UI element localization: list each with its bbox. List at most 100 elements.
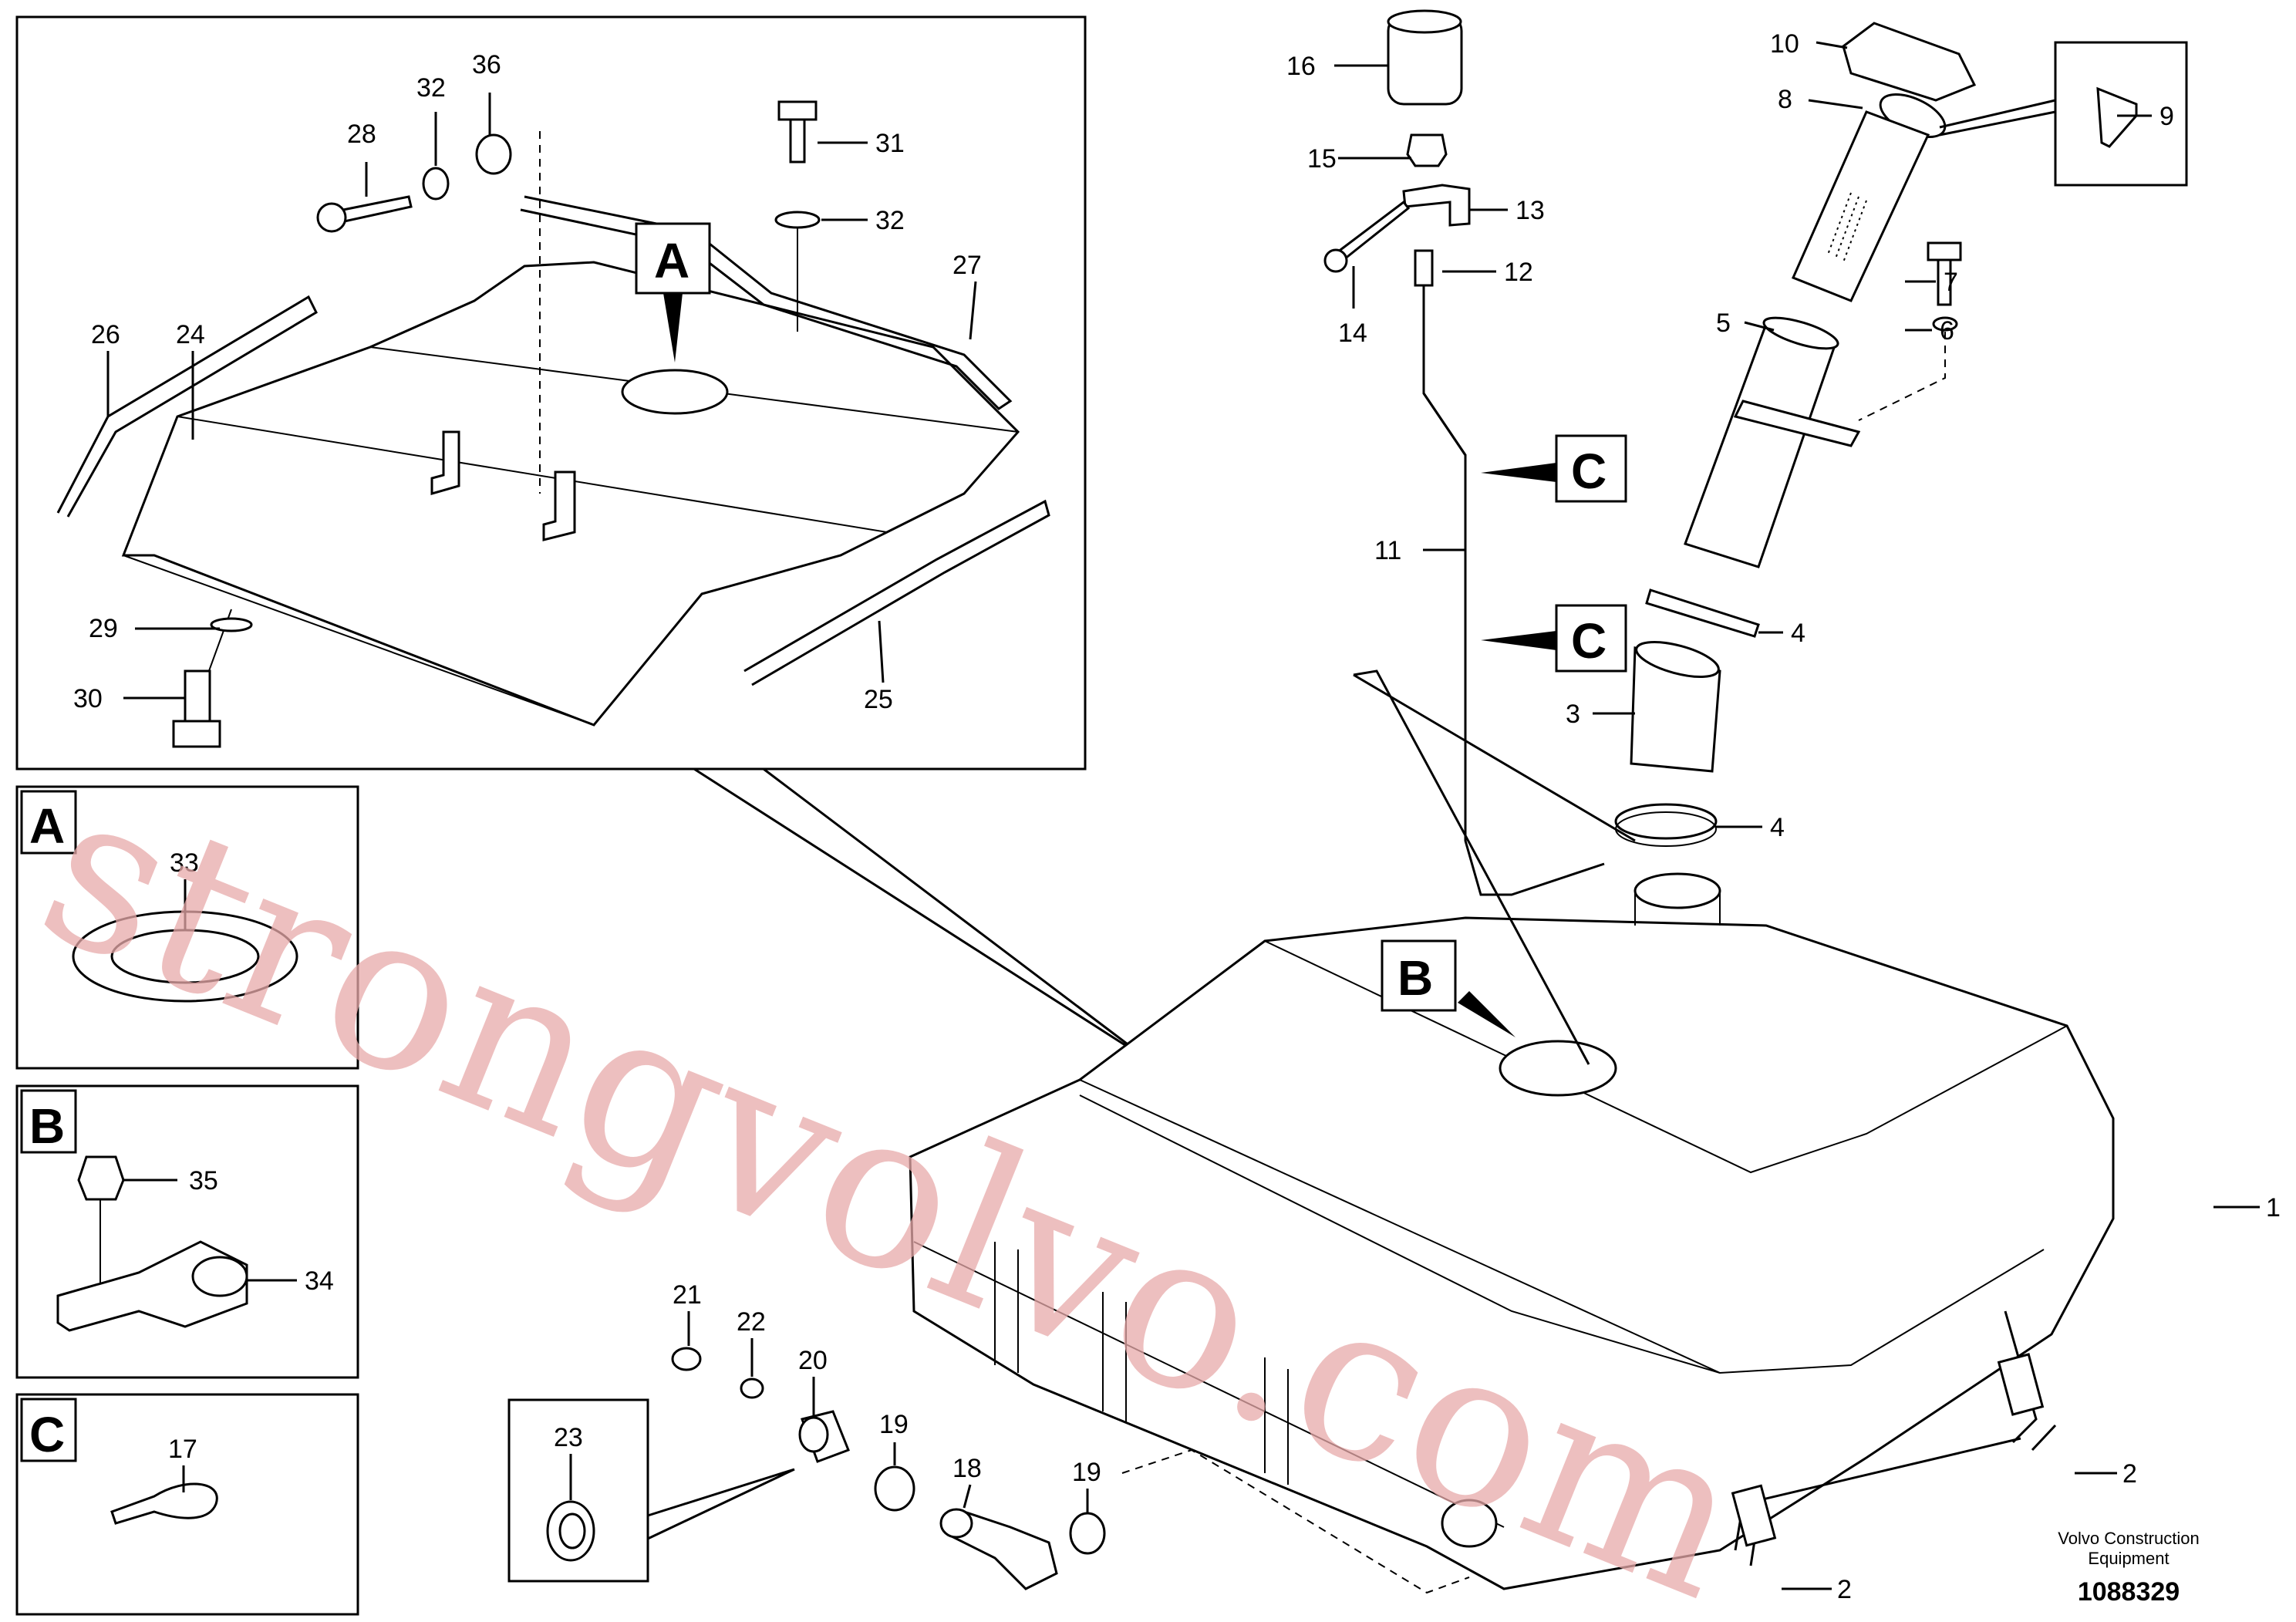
callout-9: 9	[2159, 102, 2174, 131]
inset-a	[15, 785, 359, 1070]
callout-16: 16	[1286, 52, 1316, 81]
tube-bracket	[1733, 400, 1861, 447]
rail-27	[520, 195, 1013, 410]
doc-number: 1088329	[2078, 1577, 2180, 1607]
spacer-36	[475, 133, 512, 175]
callout-5: 5	[1716, 309, 1731, 338]
callout-2-right: 2	[2122, 1459, 2137, 1489]
callout-25: 25	[864, 685, 893, 714]
marker-a-arrow	[663, 293, 683, 363]
callout-29: 29	[89, 614, 118, 643]
bracket-13	[1402, 184, 1471, 227]
callout-10: 10	[1770, 29, 1799, 59]
tank-recess-1	[994, 1242, 1019, 1373]
callout-34: 34	[305, 1266, 334, 1296]
screw-9	[2096, 86, 2138, 148]
marker-b-arrow	[1458, 991, 1515, 1037]
bolt-14	[1332, 200, 1411, 265]
callout-12: 12	[1504, 258, 1533, 287]
cap-21	[671, 1347, 702, 1371]
clamp-19b	[1069, 1512, 1106, 1555]
view-marker-c-main-2: C	[1571, 613, 1607, 669]
nut-15	[1406, 133, 1448, 167]
nut-35	[77, 1155, 125, 1201]
hose-18	[946, 1510, 1058, 1590]
callout-13: 13	[1515, 196, 1545, 225]
bolt-31	[789, 114, 806, 164]
sender-rod	[1353, 669, 1636, 1065]
callout-21: 21	[673, 1280, 702, 1310]
callout-11: 11	[1374, 536, 1401, 565]
inset-b	[15, 1084, 359, 1379]
strainer-tube	[1791, 110, 1930, 302]
detail-panel-cover	[15, 15, 1087, 771]
bolt-30-head	[172, 720, 221, 748]
plate-bracket-2	[542, 470, 576, 541]
cover-plate-hole	[621, 369, 729, 415]
filler-cap-10	[1842, 22, 1977, 102]
callout-6: 6	[1940, 316, 1954, 346]
strap-2-right	[2004, 1310, 2057, 1452]
callout-30: 30	[73, 684, 103, 713]
fitting-12	[1414, 249, 1434, 287]
callout-7: 7	[1944, 268, 1958, 297]
callout-20: 20	[798, 1346, 828, 1375]
callout-4-lower: 4	[1770, 813, 1785, 842]
tank-filler-neck	[1633, 872, 1721, 909]
hose-clamp-4-upper	[1645, 588, 1760, 638]
vent-pipe-11	[1422, 285, 1605, 896]
callout-1: 1	[2266, 1193, 2281, 1222]
washer-6	[1932, 316, 1958, 332]
view-marker-a-main: A	[654, 233, 689, 288]
callout-3: 3	[1566, 700, 1580, 729]
tank-recess-3	[1264, 1357, 1289, 1485]
hose-clamp-4-lower	[1614, 803, 1718, 840]
callout-27: 27	[952, 251, 982, 280]
view-marker-c-detail: C	[29, 1407, 65, 1462]
callout-28: 28	[347, 120, 376, 149]
callout-15: 15	[1307, 144, 1337, 174]
rail-26	[56, 295, 318, 518]
bolt-28-head	[316, 202, 347, 233]
tank-recess-2	[1102, 1292, 1127, 1423]
callout-35: 35	[189, 1166, 218, 1195]
fuel-tank	[909, 916, 2115, 1590]
callout-32-upper: 32	[416, 73, 446, 103]
callout-31: 31	[875, 129, 905, 158]
brand-line-1: Volvo Construction	[2058, 1529, 2199, 1548]
callout-24: 24	[176, 320, 205, 349]
clamp-19a	[874, 1465, 915, 1512]
callout-32: 32	[875, 206, 905, 235]
filler-tube-5	[1684, 322, 1837, 568]
callout-4-upper: 4	[1791, 619, 1805, 648]
rail-25	[743, 499, 1050, 686]
plate-bracket-1	[430, 430, 460, 495]
callout-19-right: 19	[1072, 1458, 1101, 1487]
view-marker-a-detail: A	[29, 798, 65, 854]
inset-9	[2054, 41, 2188, 187]
pipe-dash	[1121, 1448, 1470, 1594]
callout-19-left: 19	[879, 1410, 909, 1439]
callout-33: 33	[170, 848, 199, 878]
inset-c	[15, 1393, 359, 1616]
marker-c1-arrow	[1481, 463, 1556, 482]
inset-23	[507, 1398, 649, 1583]
view-marker-b-main: B	[1397, 950, 1433, 1006]
bolt-31-head	[777, 100, 818, 121]
callout-26: 26	[91, 320, 120, 349]
tank-sender-flange	[1499, 1040, 1617, 1097]
marker-c2-arrow	[1481, 631, 1556, 650]
washer-32-upper	[422, 167, 450, 201]
callout-14: 14	[1338, 319, 1367, 348]
brand-line-2: Equipment	[2088, 1549, 2169, 1568]
callout-23: 23	[554, 1423, 583, 1452]
callout-17: 17	[168, 1435, 197, 1464]
cable-tie-17	[110, 1482, 218, 1525]
callout-36: 36	[472, 50, 501, 79]
callout-22: 22	[737, 1307, 766, 1337]
fuel-tank-top	[913, 940, 2068, 1528]
callout-8: 8	[1778, 85, 1792, 114]
callout-2-front: 2	[1837, 1575, 1852, 1604]
view-marker-b-detail: B	[29, 1098, 65, 1154]
washer-32	[774, 211, 821, 229]
